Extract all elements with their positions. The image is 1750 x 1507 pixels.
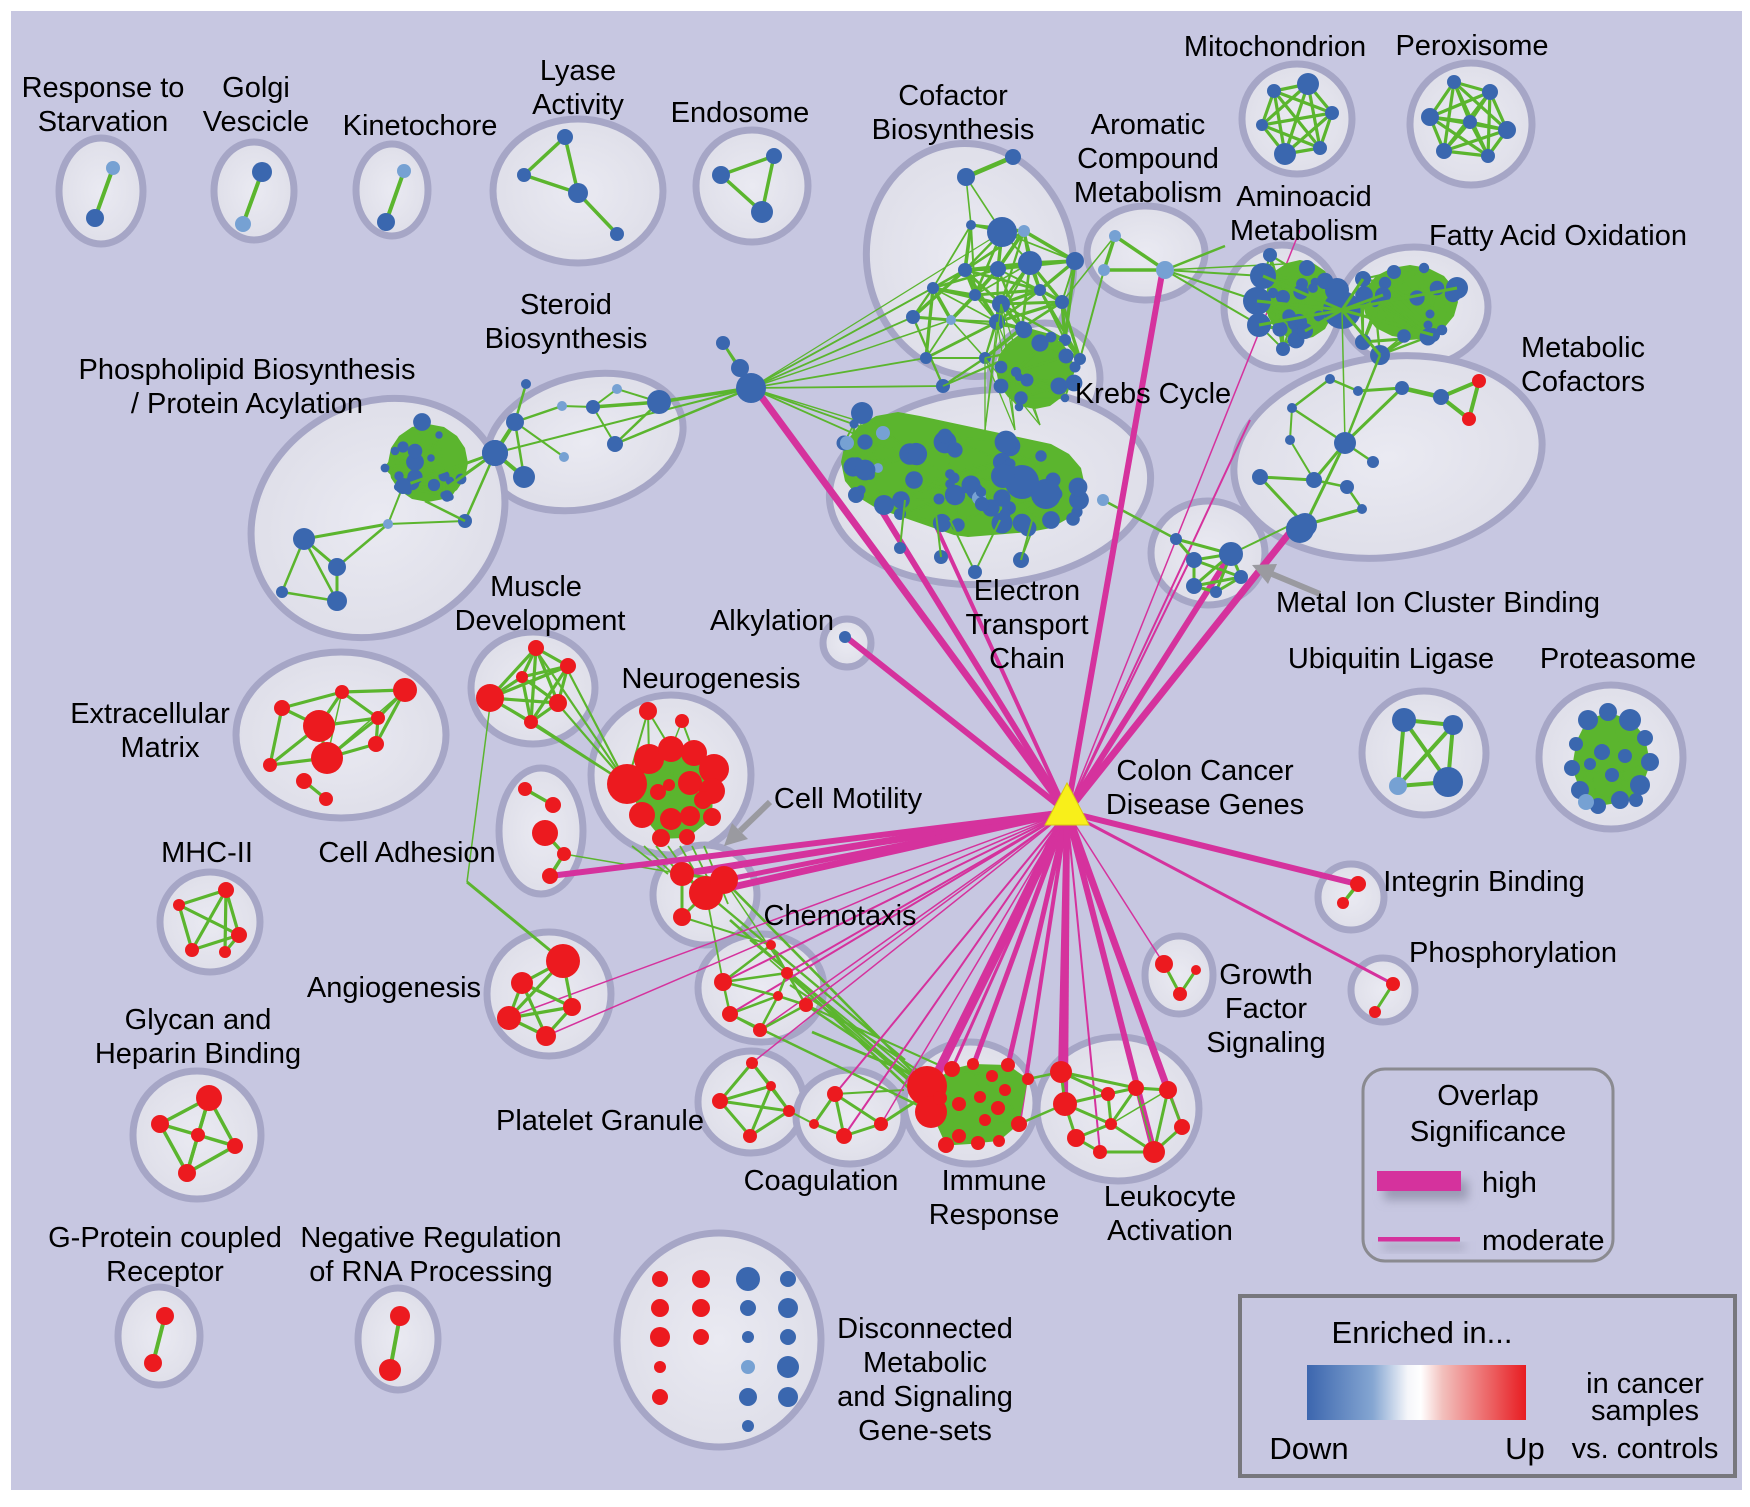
svg-text:Receptor: Receptor <box>106 1256 224 1288</box>
svg-text:Metal Ion Cluster Binding: Metal Ion Cluster Binding <box>1276 587 1600 619</box>
svg-text:Metabolic: Metabolic <box>1521 332 1645 364</box>
svg-text:Factor: Factor <box>1225 993 1308 1025</box>
svg-text:Disease Genes: Disease Genes <box>1106 789 1304 821</box>
svg-text:Phosphorylation: Phosphorylation <box>1409 937 1617 969</box>
svg-text:Glycan and: Glycan and <box>125 1004 272 1036</box>
svg-text:Down: Down <box>1269 1431 1348 1466</box>
svg-text:Chain: Chain <box>989 643 1065 675</box>
svg-text:Immune: Immune <box>942 1165 1047 1197</box>
svg-text:Integrin Binding: Integrin Binding <box>1383 866 1585 898</box>
svg-text:Electron: Electron <box>974 575 1080 607</box>
svg-text:/ Protein Acylation: / Protein Acylation <box>131 388 363 420</box>
svg-text:Matrix: Matrix <box>121 732 200 764</box>
svg-text:Neurogenesis: Neurogenesis <box>622 663 801 695</box>
svg-text:Cell Adhesion: Cell Adhesion <box>318 837 495 869</box>
svg-text:Compound: Compound <box>1077 143 1219 175</box>
svg-text:Response: Response <box>929 1199 1060 1231</box>
svg-text:Activity: Activity <box>532 89 624 121</box>
svg-text:Kinetochore: Kinetochore <box>343 110 498 142</box>
svg-text:Signaling: Signaling <box>1206 1027 1325 1059</box>
svg-text:Negative Regulation: Negative Regulation <box>300 1222 561 1254</box>
svg-text:Leukocyte: Leukocyte <box>1104 1181 1236 1213</box>
svg-text:MHC-II: MHC-II <box>161 837 253 869</box>
svg-text:Phospholipid Biosynthesis: Phospholipid Biosynthesis <box>79 354 416 386</box>
svg-text:moderate: moderate <box>1482 1225 1605 1257</box>
svg-text:Endosome: Endosome <box>671 97 810 129</box>
svg-text:Heparin Binding: Heparin Binding <box>95 1038 301 1070</box>
svg-text:Aminoacid: Aminoacid <box>1236 181 1371 213</box>
svg-text:Golgi: Golgi <box>222 72 290 104</box>
svg-text:Response to: Response to <box>22 72 185 104</box>
svg-text:Krebs Cycle: Krebs Cycle <box>1075 378 1231 410</box>
svg-text:Enriched in...: Enriched in... <box>1332 1315 1513 1350</box>
svg-text:Up: Up <box>1505 1431 1545 1466</box>
svg-text:Metabolism: Metabolism <box>1230 215 1378 247</box>
svg-text:Disconnected: Disconnected <box>837 1313 1013 1345</box>
svg-text:Alkylation: Alkylation <box>710 605 834 637</box>
svg-text:Metabolic: Metabolic <box>863 1347 987 1379</box>
svg-text:Activation: Activation <box>1107 1215 1233 1247</box>
svg-text:Metabolism: Metabolism <box>1074 177 1222 209</box>
svg-text:Chemotaxis: Chemotaxis <box>763 900 916 932</box>
svg-text:Gene-sets: Gene-sets <box>858 1415 992 1447</box>
svg-text:Muscle: Muscle <box>490 571 582 603</box>
svg-text:Biosynthesis: Biosynthesis <box>872 114 1035 146</box>
svg-text:Cofactor: Cofactor <box>898 80 1008 112</box>
svg-text:Biosynthesis: Biosynthesis <box>485 323 648 355</box>
svg-text:Cofactors: Cofactors <box>1521 366 1645 398</box>
svg-text:Proteasome: Proteasome <box>1540 643 1696 675</box>
svg-text:Colon Cancer: Colon Cancer <box>1116 755 1294 787</box>
svg-text:of RNA Processing: of RNA Processing <box>309 1256 552 1288</box>
svg-text:Peroxisome: Peroxisome <box>1395 30 1548 62</box>
svg-text:Growth: Growth <box>1219 959 1312 991</box>
svg-text:samples: samples <box>1591 1395 1699 1427</box>
svg-text:Lyase: Lyase <box>540 55 616 87</box>
svg-text:G-Protein coupled: G-Protein coupled <box>48 1222 282 1254</box>
svg-text:in cancer: in cancer <box>1586 1368 1704 1400</box>
svg-text:high: high <box>1482 1167 1537 1199</box>
svg-text:Fatty Acid Oxidation: Fatty Acid Oxidation <box>1429 220 1687 252</box>
svg-text:and Signaling: and Signaling <box>837 1381 1013 1413</box>
svg-text:Starvation: Starvation <box>38 106 169 138</box>
svg-text:Steroid: Steroid <box>520 289 612 321</box>
svg-text:Cell Motility: Cell Motility <box>774 783 923 815</box>
svg-text:Ubiquitin Ligase: Ubiquitin Ligase <box>1288 643 1494 675</box>
svg-text:Platelet Granule: Platelet Granule <box>496 1105 704 1137</box>
svg-text:Mitochondrion: Mitochondrion <box>1184 31 1366 63</box>
svg-text:Overlap: Overlap <box>1437 1080 1539 1112</box>
svg-text:Aromatic: Aromatic <box>1091 109 1205 141</box>
svg-text:Coagulation: Coagulation <box>744 1165 899 1197</box>
svg-text:Transport: Transport <box>965 609 1088 641</box>
svg-text:vs. controls: vs. controls <box>1572 1433 1719 1465</box>
svg-text:Angiogenesis: Angiogenesis <box>307 972 481 1004</box>
svg-text:Extracellular: Extracellular <box>70 698 230 730</box>
svg-text:Significance: Significance <box>1410 1116 1566 1148</box>
svg-text:Vescicle: Vescicle <box>203 106 309 138</box>
svg-text:Development: Development <box>455 605 626 637</box>
